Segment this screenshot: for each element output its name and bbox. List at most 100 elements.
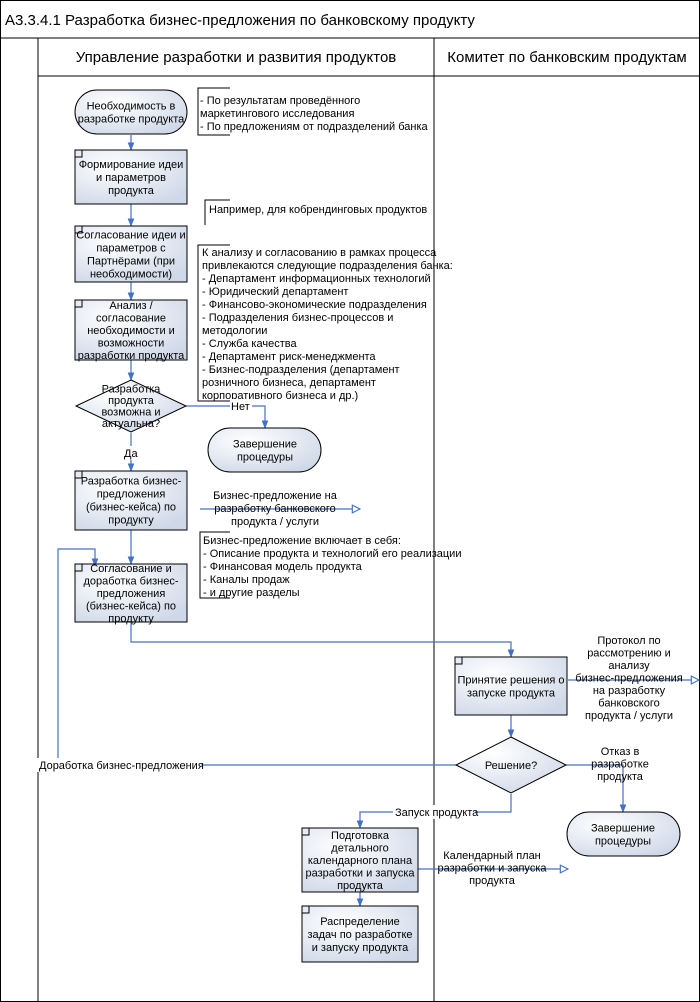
accept-label-line: Принятие решения о bbox=[457, 674, 564, 686]
content-note-line: Бизнес-предложение включает в себя: bbox=[203, 535, 401, 547]
content-note-line: - Финансовая модель продукта bbox=[203, 561, 363, 573]
agree-label-line: (бизнес-кейса) по bbox=[86, 600, 176, 612]
develop-label-line: предложения bbox=[97, 488, 166, 500]
partners-note-line: Например, для кобрендинговых продуктов bbox=[209, 204, 427, 216]
analysis-label-line: необходимости и bbox=[87, 325, 175, 337]
lane-title-right: Комитет по банковским продуктам bbox=[447, 49, 686, 66]
partners-shape bbox=[74, 225, 188, 283]
analysis-note-line: - Департамент риск-менеджмента bbox=[202, 351, 376, 363]
analysis-note-line: - Юридический департамент bbox=[202, 286, 348, 298]
idea-label-line: продукта bbox=[108, 185, 155, 197]
label-refusal-line: Отказ в bbox=[601, 746, 640, 758]
analysis-shape bbox=[74, 299, 188, 361]
accept-label-line: запуске продукта bbox=[467, 687, 556, 699]
start-label-line: разработке продукта bbox=[78, 113, 185, 125]
analysis-label-line: возможности bbox=[98, 337, 165, 349]
distribute-label-line: задач по разработке bbox=[307, 929, 412, 941]
shapes bbox=[74, 89, 681, 963]
content-note: Бизнес-предложение включает в себя:- Опи… bbox=[203, 535, 461, 599]
agree-label-line: Согласование и bbox=[90, 563, 172, 575]
content-note-line: - и другие разделы bbox=[203, 587, 300, 599]
plan-shape bbox=[301, 827, 419, 893]
output-protocol-line: на разработку bbox=[593, 685, 666, 697]
decision2-label: Решение? bbox=[485, 760, 537, 772]
label-rework: Доработка бизнес-предложения bbox=[39, 760, 204, 772]
idea-label-line: и параметров bbox=[96, 172, 166, 184]
develop-shape bbox=[74, 470, 188, 531]
decision1-label-line: актуальна? bbox=[102, 418, 160, 430]
idea-label-line: Формирование идеи bbox=[79, 159, 184, 171]
output-protocol-line: Протокол по bbox=[597, 635, 660, 647]
develop-label-line: Разработка бизнес- bbox=[81, 475, 182, 487]
output-calendar-line: Календарный план bbox=[443, 850, 541, 862]
output-proposal-line: Бизнес-предложение на bbox=[213, 490, 338, 502]
agree-shape bbox=[74, 563, 188, 623]
decision1-label-line: продукта bbox=[108, 395, 155, 407]
analysis-note-line: - Бизнес-подразделения (департамент bbox=[202, 364, 400, 376]
analysis-note-line: корпоративного бизнеса и др.) bbox=[202, 390, 358, 402]
analysis-note-line: розничного бизнеса, департамент bbox=[202, 377, 376, 389]
plan-label-line: Подготовка bbox=[331, 830, 390, 842]
decision1-label-line: возможна и bbox=[101, 407, 160, 419]
end2-label-line: Завершение bbox=[591, 822, 655, 834]
develop-label: Разработка бизнес-предложения(бизнес-кей… bbox=[81, 475, 182, 526]
decision1-shape bbox=[74, 379, 188, 433]
annotation-brackets bbox=[197, 87, 230, 599]
agree-label-line: предложения bbox=[97, 588, 166, 600]
analysis-note-line: привлекаются следующие подразделения бан… bbox=[202, 260, 453, 272]
analysis-note-line: методологии bbox=[202, 325, 267, 337]
analysis-note: К анализу и согласованию в рамках процес… bbox=[202, 247, 453, 402]
analysis-note-line: К анализу и согласованию в рамках процес… bbox=[202, 247, 437, 259]
output-proposal-line: разработку банковского bbox=[214, 503, 336, 515]
diagram-title: А3.3.4.1 Разработка бизнес-предложения п… bbox=[5, 12, 475, 29]
analysis-note-line: - Департамент информационных технологий bbox=[202, 273, 431, 285]
end1-label-line: процедуры bbox=[237, 451, 293, 463]
develop-label-line: (бизнес-кейса) по bbox=[86, 501, 176, 513]
plan-label-line: продукта bbox=[337, 880, 384, 892]
end2-shape bbox=[566, 811, 681, 857]
label-refusal-line: продукта bbox=[597, 771, 644, 783]
flow-agree-accept bbox=[130, 622, 515, 658]
label-backgrounds bbox=[37, 399, 475, 819]
analysis-note-line: - Финансово-экономические подразделения bbox=[202, 299, 427, 311]
output-protocol-line: анализу bbox=[608, 660, 650, 672]
label-no: Нет bbox=[231, 401, 250, 413]
output-protocol-line: банковского bbox=[598, 698, 659, 710]
start-label-line: Необходимость в bbox=[87, 100, 176, 112]
agree-label-line: доработка бизнес- bbox=[83, 575, 178, 587]
start-shape bbox=[74, 89, 188, 135]
output-protocol-line: рассмотрению и bbox=[587, 648, 671, 660]
distribute-shape bbox=[301, 905, 419, 963]
content-note-line: - Каналы продаж bbox=[203, 574, 290, 586]
decision1-label-line: Разработка bbox=[102, 384, 162, 396]
agree-label-line: продукту bbox=[108, 613, 154, 625]
analysis-label-line: Анализ / bbox=[109, 300, 153, 312]
start-note-line: - По предложениям от подразделений банка bbox=[200, 121, 429, 133]
output-protocol-line: бизнес-предложения bbox=[575, 673, 682, 685]
analysis-label-line: разработки продукта bbox=[78, 350, 185, 362]
label-refusal-line: разработке bbox=[591, 759, 649, 771]
label-yes: Да bbox=[124, 448, 138, 460]
end2-label-line: процедуры bbox=[595, 835, 651, 847]
plan-label-line: разработки и запуска bbox=[306, 867, 416, 879]
end1-label-line: Завершение bbox=[233, 438, 297, 450]
plan-label-line: детального bbox=[331, 842, 388, 854]
flow-decision-end bbox=[186, 405, 269, 429]
output-proposal-line: продукта / услуги bbox=[231, 516, 319, 528]
